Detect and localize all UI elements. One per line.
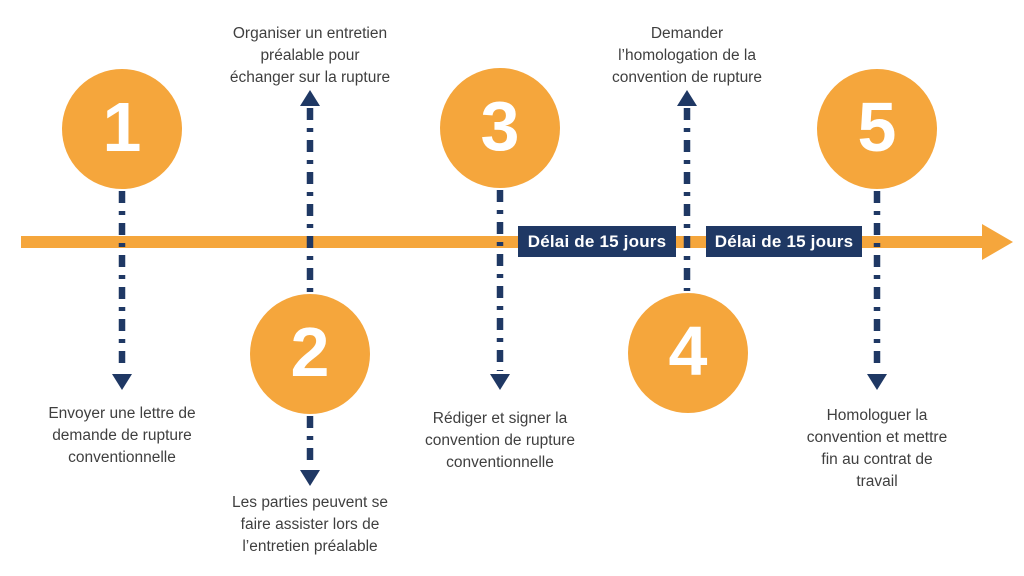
arrow-down-step2-icon [300,470,320,486]
arrow-up-step2-icon [300,90,320,106]
step-4-number: 4 [668,312,708,390]
delay-badge-1: Délai de 15 jours [518,226,676,257]
step-4-circle: 4 [628,293,748,413]
step-3-label: Rédiger et signer la convention de ruptu… [425,410,575,471]
step-5-number: 5 [857,88,897,166]
step-1-circle: 1 [62,69,182,189]
step-1-label: Envoyer une lettre de demande de rupture… [48,405,196,466]
step-3-circle: 3 [440,68,560,188]
delay-badge-2: Délai de 15 jours [706,226,862,257]
step-1-number: 1 [102,88,142,166]
step-4-top-label: Demander l’homologation de la convention… [612,25,762,86]
step-5-circle: 5 [817,69,937,189]
step-2-bottom-label: Les parties peuvent se faire assister lo… [232,494,388,555]
step-2-top-label: Organiser un entretien préalable pour éc… [229,25,391,86]
timeline-arrowhead-icon [982,224,1013,260]
step-3-number: 3 [480,87,520,165]
arrow-up-step4-icon [677,90,697,106]
arrow-down-step3-icon [490,374,510,390]
arrow-down-step1-icon [112,374,132,390]
step-2-number: 2 [290,313,330,391]
step-2-circle: 2 [250,294,370,414]
arrow-down-step5-icon [867,374,887,390]
step-5-label: Homologuer la convention et mettre fin a… [806,407,948,490]
